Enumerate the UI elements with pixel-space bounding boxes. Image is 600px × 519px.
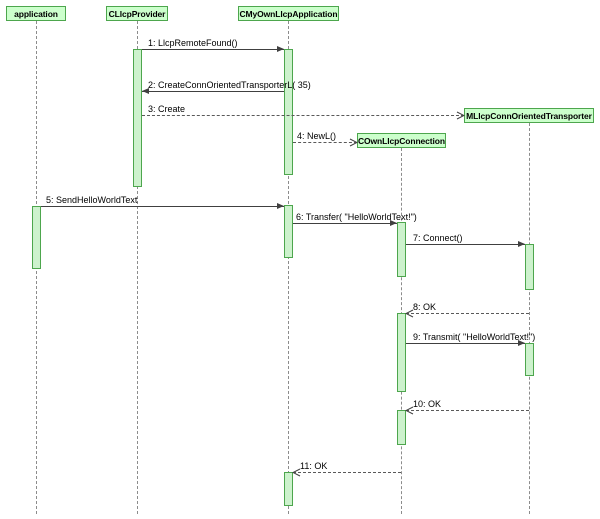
- message-line-4: [293, 142, 357, 143]
- activation-application-1: [32, 206, 41, 269]
- actor-box-cownllcpconnection: COwnLlcpConnection: [357, 133, 446, 148]
- message-1-arrowhead-icon: [277, 46, 284, 52]
- activation-mllcpconnorientedtransporter-2: [525, 343, 534, 376]
- message-line-10: [406, 410, 529, 411]
- message-line-1: [142, 49, 284, 50]
- message-label-3: 3: Create: [148, 104, 186, 114]
- lifeline-mllcpconnorientedtransporter: [529, 123, 530, 514]
- message-11-arrowhead-icon: [292, 468, 301, 477]
- activation-mllcpconnorientedtransporter-1: [525, 244, 534, 290]
- message-line-7: [406, 244, 525, 245]
- message-label-7: 7: Connect(): [413, 233, 463, 243]
- message-2-arrowhead-icon: [142, 88, 149, 94]
- message-label-1: 1: LlcpRemoteFound(): [148, 38, 238, 48]
- actor-label-cllcpprovider: CLlcpProvider: [108, 8, 166, 19]
- activation-cownllcpconnection-2: [397, 313, 406, 392]
- activation-cownllcpconnection-1: [397, 222, 406, 277]
- message-10-arrowhead-icon: [405, 406, 414, 415]
- activation-cmyownllcpapplication-3: [284, 472, 293, 506]
- message-line-3: [142, 115, 464, 116]
- message-6-arrowhead-icon: [390, 220, 397, 226]
- actor-box-mllcpconnorientedtransporter: MLlcpConnOrientedTransporter: [464, 108, 594, 123]
- actor-label-mllcpconnorientedtransporter: MLlcpConnOrientedTransporter: [466, 110, 592, 121]
- message-7-arrowhead-icon: [518, 241, 525, 247]
- message-4-arrowhead-icon: [349, 138, 358, 147]
- actor-box-cllcpprovider: CLlcpProvider: [106, 6, 168, 21]
- lifeline-cllcpprovider: [137, 21, 138, 514]
- message-label-5: 5: SendHelloWorldText: [46, 195, 138, 205]
- message-3-arrowhead-icon: [456, 111, 465, 120]
- message-line-6: [293, 223, 397, 224]
- activation-cownllcpconnection-3: [397, 410, 406, 445]
- actor-box-application: application: [6, 6, 66, 21]
- actor-label-cmyownllcpapplication: CMyOwnLlcpApplication: [239, 8, 338, 19]
- activation-cllcpprovider-1: [133, 49, 142, 187]
- actor-label-application: application: [14, 8, 58, 19]
- message-line-2: [142, 91, 284, 92]
- message-label-6: 6: Transfer( "HelloWorldText!"): [296, 212, 417, 222]
- message-label-4: 4: NewL(): [297, 131, 337, 141]
- actor-label-cownllcpconnection: COwnLlcpConnection: [358, 135, 445, 146]
- message-label-8: 8: OK: [413, 302, 437, 312]
- message-label-10: 10: OK: [413, 399, 442, 409]
- message-label-11: 11: OK: [300, 461, 328, 471]
- actor-box-cmyownllcpapplication: CMyOwnLlcpApplication: [238, 6, 339, 21]
- message-8-arrowhead-icon: [405, 309, 414, 318]
- activation-cmyownllcpapplication-2: [284, 205, 293, 258]
- message-line-11: [293, 472, 401, 473]
- message-5-arrowhead-icon: [277, 203, 284, 209]
- message-9-arrowhead-icon: [518, 340, 525, 346]
- message-label-9: 9: Transmit( "HelloWorldText!"): [413, 332, 536, 342]
- message-label-2: 2: CreateConnOrientedTransporterL( 35): [148, 80, 311, 90]
- message-line-5: [41, 206, 284, 207]
- message-line-9: [406, 343, 525, 344]
- lifeline-cmyownllcpapplication: [288, 21, 289, 514]
- message-line-8: [406, 313, 529, 314]
- activation-cmyownllcpapplication-1: [284, 49, 293, 175]
